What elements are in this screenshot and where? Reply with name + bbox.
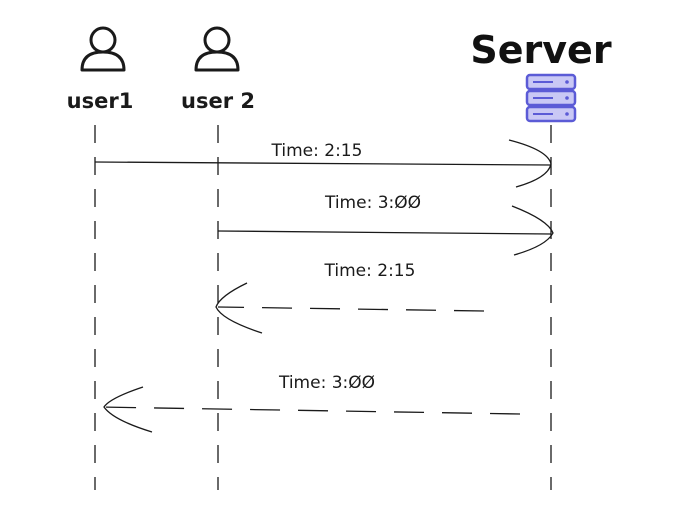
message-4-line xyxy=(96,406,521,415)
person-icon xyxy=(194,26,240,72)
message-2-label: Time: 3:ØØ xyxy=(324,193,421,213)
actor-user2: user 2 xyxy=(181,26,255,113)
arrowhead-left xyxy=(103,386,153,433)
message-3: Time: 2:15 xyxy=(215,261,485,334)
message-1-line xyxy=(94,161,552,166)
actor-user1: user1 xyxy=(67,26,134,113)
arrowhead-right xyxy=(508,139,552,188)
message-4: Time: 3:ØØ xyxy=(96,373,521,433)
message-3-label: Time: 2:15 xyxy=(324,261,416,281)
actor-server: Server xyxy=(470,28,612,123)
actor-label-user2: user 2 xyxy=(181,89,255,113)
message-2: Time: 3:ØØ xyxy=(217,193,554,256)
actor-label-server: Server xyxy=(470,28,611,72)
message-2-line xyxy=(217,230,552,235)
arrowhead-left xyxy=(215,282,263,334)
actor-label-user1: user1 xyxy=(67,89,134,113)
message-3-line xyxy=(217,306,485,312)
message-1: Time: 2:15 xyxy=(94,139,552,188)
message-4-label: Time: 3:ØØ xyxy=(278,373,375,393)
arrowhead-right xyxy=(511,205,554,256)
server-icon xyxy=(525,73,577,123)
person-icon xyxy=(80,26,126,72)
message-1-label: Time: 2:15 xyxy=(271,141,363,161)
